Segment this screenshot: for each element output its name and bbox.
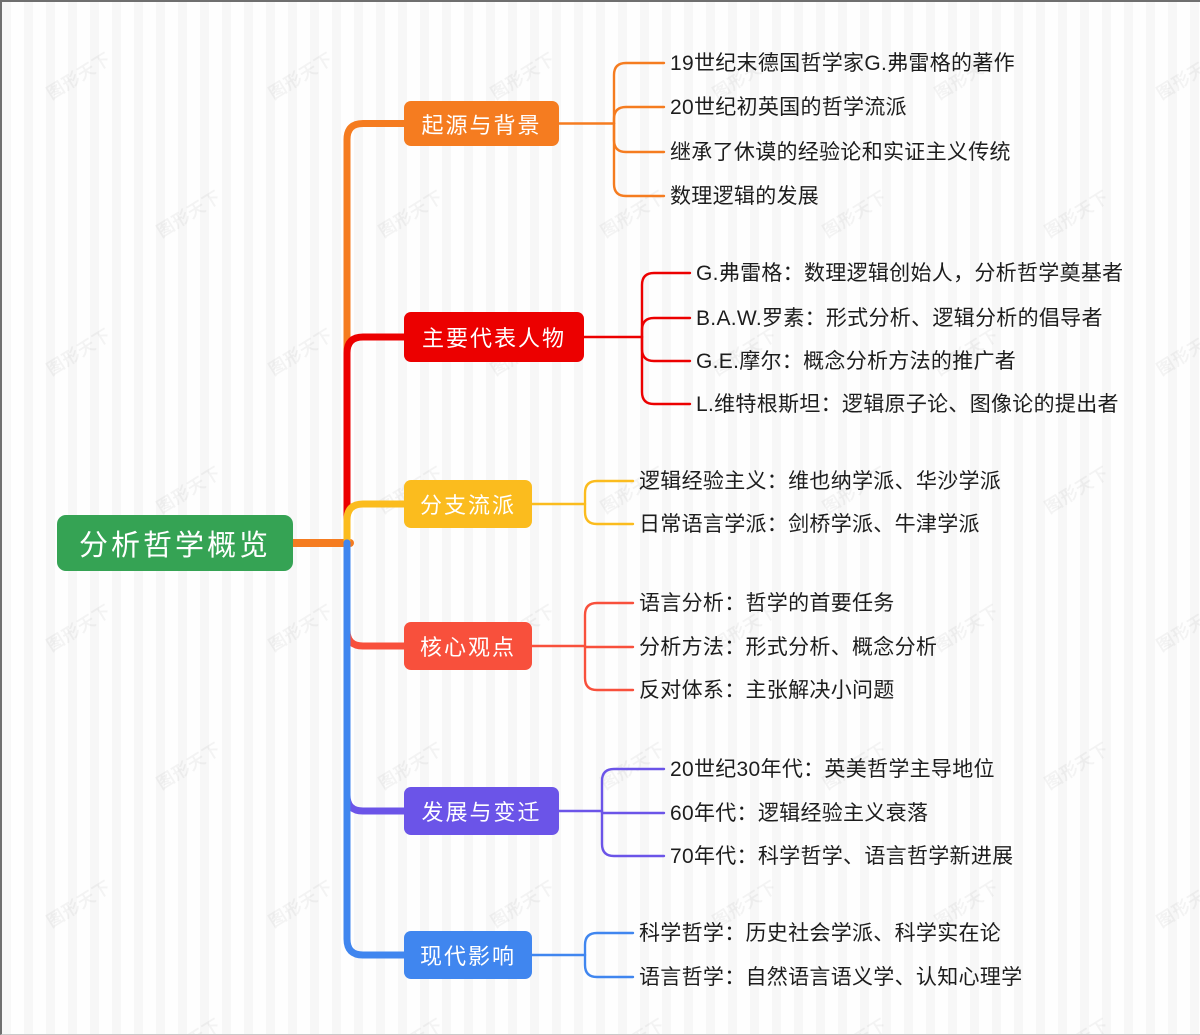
watermark-text: 图形天下 xyxy=(595,1011,669,1034)
watermark-text: 图形天下 xyxy=(1039,459,1113,518)
branch-node-label: 现代影响 xyxy=(420,944,517,969)
leaf-connector-origin-1 xyxy=(612,105,666,125)
leaf-node: G.弗雷格：数理逻辑创始人，分析哲学奠基者 xyxy=(696,262,1124,285)
watermark-text: 图形天下 xyxy=(41,873,115,932)
leaf-connector-origin-3 xyxy=(612,122,666,198)
watermark-text: 图形天下 xyxy=(1151,597,1200,656)
leaf-node: 逻辑经验主义：维也纳学派、华沙学派 xyxy=(639,470,1002,493)
leaf-node: 数理逻辑的发展 xyxy=(670,185,820,208)
watermark-text: 图形天下 xyxy=(373,183,447,242)
branch-node-schools[interactable]: 分支流派 xyxy=(404,480,532,528)
leaf-connector-figures-1 xyxy=(640,316,692,339)
watermark-text: 图形天下 xyxy=(41,597,115,656)
leaf-node: 60年代：逻辑经验主义衰落 xyxy=(670,802,929,825)
leaf-connector-figures-0 xyxy=(640,271,692,339)
watermark-text: 图形天下 xyxy=(151,1011,225,1034)
watermark-text: 图形天下 xyxy=(817,183,891,242)
leaf-node: 语言分析：哲学的首要任务 xyxy=(639,592,895,615)
leaf-connector-development-0 xyxy=(600,767,666,813)
watermark-text: 图形天下 xyxy=(595,735,669,794)
watermark-text: 图形天下 xyxy=(1039,183,1113,242)
leaf-node: 20世纪30年代：英美哲学主导地位 xyxy=(670,758,995,781)
leaf-connector-origin-2 xyxy=(612,122,666,154)
watermark-text: 图形天下 xyxy=(263,45,337,104)
leaf-connector-origin-0 xyxy=(612,61,666,125)
branch-node-development[interactable]: 发展与变迁 xyxy=(404,787,559,835)
watermark-text: 图形天下 xyxy=(41,45,115,104)
leaf-connector-figures-2 xyxy=(640,335,692,363)
branch-node-core[interactable]: 核心观点 xyxy=(404,622,532,670)
leaf-node: L.维特根斯坦：逻辑原子论、图像论的提出者 xyxy=(696,393,1119,416)
watermark-text: 图形天下 xyxy=(151,183,225,242)
branch-connector-core xyxy=(343,539,408,650)
leaf-connector-core-0 xyxy=(583,601,635,648)
watermark-text: 图形天下 xyxy=(263,597,337,656)
watermark-text: 图形天下 xyxy=(1151,321,1200,380)
watermark-text: 图形天下 xyxy=(485,45,559,104)
branch-connector-modern xyxy=(343,539,408,959)
watermark-text: 图形天下 xyxy=(1151,873,1200,932)
leaf-node: 20世纪初英国的哲学流派 xyxy=(670,96,907,119)
watermark-text: 图形天下 xyxy=(1039,1011,1113,1034)
watermark-text: 图形天下 xyxy=(817,1011,891,1034)
leaf-connector-modern-0 xyxy=(583,931,635,957)
leaf-connector-schools-1 xyxy=(583,502,635,526)
branch-node-label: 发展与变迁 xyxy=(421,800,542,825)
leaf-connector-modern-1 xyxy=(583,953,635,979)
branch-node-label: 分支流派 xyxy=(420,493,517,518)
leaf-node: 日常语言学派：剑桥学派、牛津学派 xyxy=(639,513,980,536)
leaf-node: 科学哲学：历史社会学派、科学实在论 xyxy=(639,922,1002,945)
branch-connector-figures xyxy=(343,333,408,547)
branch-node-modern[interactable]: 现代影响 xyxy=(404,931,532,979)
branch-node-label: 起源与背景 xyxy=(421,112,542,138)
leaf-connector-figures-3 xyxy=(640,335,692,406)
branch-connector-origin xyxy=(343,120,408,547)
leaf-node: B.A.W.罗素：形式分析、逻辑分析的倡导者 xyxy=(696,307,1103,330)
branch-node-label: 主要代表人物 xyxy=(421,326,566,351)
watermark-text: 图形天下 xyxy=(1039,735,1113,794)
watermark-text: 图形天下 xyxy=(151,459,225,518)
leaf-connector-schools-0 xyxy=(583,479,635,506)
leaf-node: 反对体系：主张解决小问题 xyxy=(639,679,895,702)
branch-node-figures[interactable]: 主要代表人物 xyxy=(404,312,584,362)
watermark-text: 图形天下 xyxy=(485,873,559,932)
watermark-text: 图形天下 xyxy=(263,321,337,380)
watermark-text: 图形天下 xyxy=(1151,45,1200,104)
leaf-connector-core-2 xyxy=(583,644,635,692)
watermark-text: 图形天下 xyxy=(263,873,337,932)
watermark-text: 图形天下 xyxy=(151,735,225,794)
leaf-node: 语言哲学：自然语言语义学、认知心理学 xyxy=(639,966,1023,989)
leaf-node: 70年代：科学哲学、语言哲学新进展 xyxy=(670,845,1014,868)
watermark-text: 图形天下 xyxy=(373,735,447,794)
branch-connector-schools xyxy=(343,500,408,547)
watermark-text: 图形天下 xyxy=(929,597,1003,656)
watermark-text: 图形天下 xyxy=(595,183,669,242)
leaf-connector-development-2 xyxy=(600,809,666,858)
leaf-node: 继承了休谟的经验论和实证主义传统 xyxy=(670,141,1011,164)
leaf-node: 分析方法：形式分析、概念分析 xyxy=(639,636,938,659)
branch-connector-development xyxy=(343,539,408,815)
watermark-text: 图形天下 xyxy=(373,1011,447,1034)
watermark-text: 图形天下 xyxy=(41,321,115,380)
root-node[interactable]: 分析哲学概览 xyxy=(57,515,293,571)
branch-node-origin[interactable]: 起源与背景 xyxy=(404,101,559,146)
branch-node-label: 核心观点 xyxy=(420,635,517,660)
leaf-node: 19世纪末德国哲学家G.弗雷格的著作 xyxy=(670,52,1015,75)
leaf-node: G.E.摩尔：概念分析方法的推广者 xyxy=(696,350,1017,373)
